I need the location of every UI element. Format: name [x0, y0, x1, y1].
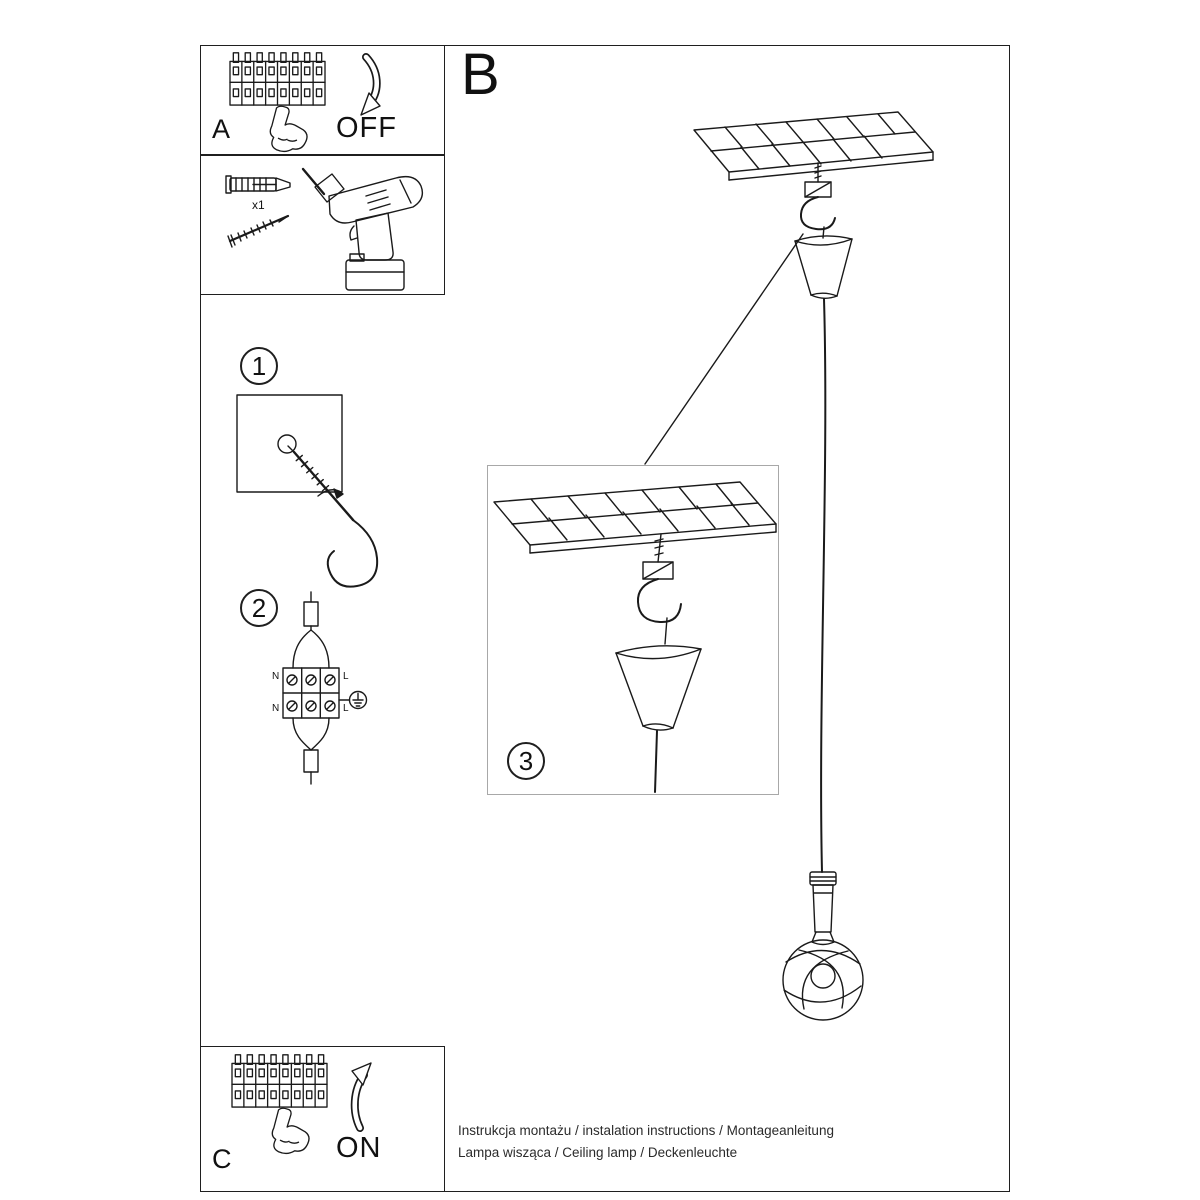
step-3-badge: 3: [507, 742, 545, 780]
section-c-box: [200, 1046, 445, 1192]
dowel-quantity-label: x1: [252, 198, 265, 212]
page-frame: [200, 45, 1010, 1192]
step-2-badge: 2: [240, 589, 278, 627]
step-1-number: 1: [251, 350, 267, 381]
tools-box: [200, 154, 445, 295]
footer-text: Instrukcja montażu / instalation instruc…: [458, 1120, 834, 1164]
footer-line-2: Lampa wisząca / Ceiling lamp / Deckenleu…: [458, 1145, 738, 1160]
section-a-label: A: [212, 114, 231, 144]
switch-on-label: ON: [336, 1132, 382, 1164]
step-3-number: 3: [518, 745, 534, 776]
section-a-box: [200, 45, 445, 156]
terminal-label-n-bottom: N: [272, 703, 280, 714]
step-2-number: 2: [251, 592, 267, 623]
footer-line-1: Instrukcja montażu / instalation instruc…: [458, 1123, 834, 1138]
section-b-label: B: [461, 42, 500, 107]
switch-off-label: OFF: [336, 112, 397, 144]
terminal-label-l-bottom: L: [343, 703, 349, 714]
terminal-label-l-top: L: [343, 671, 349, 682]
step-1-badge: 1: [240, 347, 278, 385]
section-c-label: C: [212, 1144, 232, 1174]
terminal-label-n-top: N: [272, 671, 280, 682]
